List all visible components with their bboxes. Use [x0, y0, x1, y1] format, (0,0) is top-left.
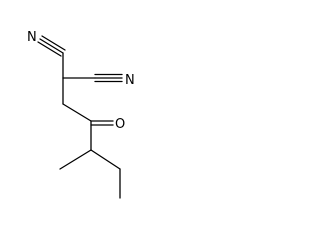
carbonyl-group: O	[90, 117, 125, 132]
triple-bond-top-c	[41, 35, 66, 51]
triple-bond-top-b	[37, 41, 62, 57]
structure-canvas: N N O	[0, 0, 150, 220]
nitrile-group-right: N	[62, 73, 135, 88]
atom-o-carbonyl: O	[115, 117, 125, 132]
molecule-drawing: N N O	[27, 30, 135, 199]
bond-ch2-carbonyl	[62, 103, 92, 122]
triple-bond-top-a	[39, 38, 64, 54]
nitrile-group-top: N	[27, 30, 66, 57]
bond-ch-methyl	[59, 149, 92, 170]
atom-n-right: N	[125, 73, 135, 88]
bond-ch-ethyl	[90, 149, 121, 170]
atom-n-top: N	[27, 30, 37, 45]
